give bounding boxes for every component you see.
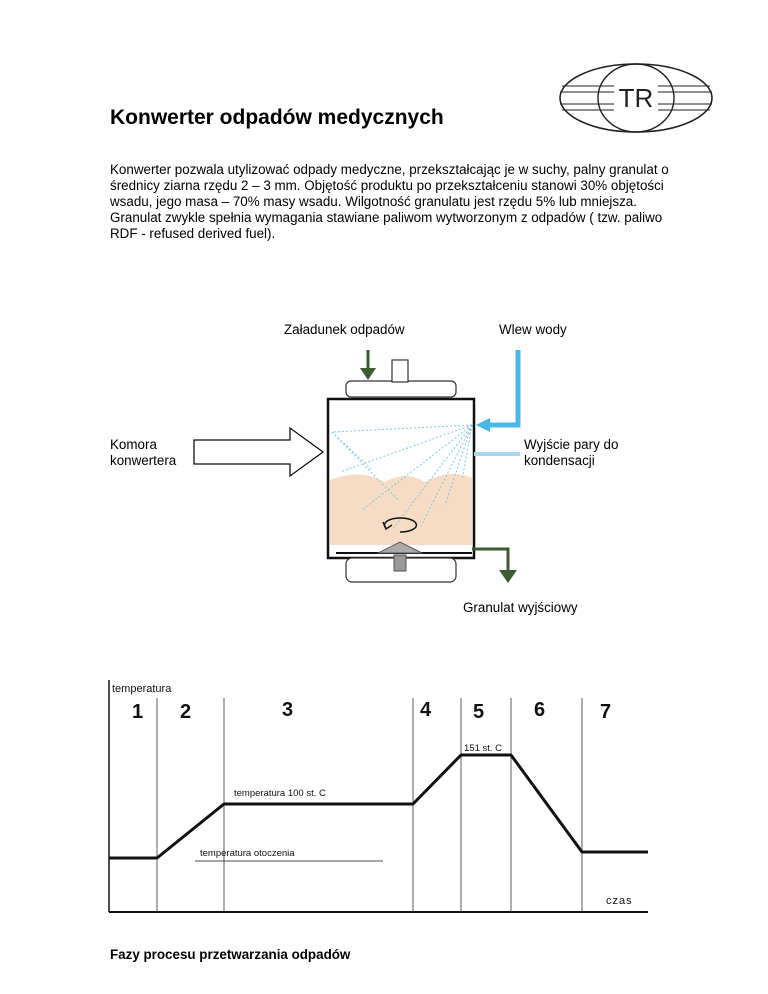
logo-text: TR — [619, 83, 654, 113]
tr-logo: TR — [559, 63, 713, 133]
waste-fill — [330, 473, 472, 545]
plateau-annotation: temperatura 100 st. C — [234, 788, 326, 799]
vessel-body — [326, 397, 476, 560]
phase-4-label: 4 — [420, 699, 432, 721]
rotation-arrow — [383, 517, 418, 533]
phase-3-label: 3 — [282, 699, 293, 721]
phase-5-label: 5 — [473, 701, 484, 723]
phase-7-label: 7 — [600, 701, 611, 723]
chamber-label-line1: Komora — [110, 437, 157, 452]
feed-neck — [391, 359, 409, 383]
vessel-top-cap — [345, 380, 457, 398]
process-chart: temperatura czas 1 2 3 4 5 6 7 temperatu… — [108, 680, 648, 913]
water-label: Wlew wody — [499, 322, 567, 337]
mixer-blade — [377, 541, 423, 554]
chamber-label-line2: konwertera — [110, 453, 177, 468]
phase-1-label: 1 — [132, 701, 143, 723]
load-label: Załadunek odpadów — [284, 322, 405, 337]
figure-caption: Fazy procesu przetwarzania odpadów — [110, 947, 351, 962]
steam-label-line2: kondensacji — [524, 453, 595, 468]
phase-2-label: 2 — [180, 701, 191, 723]
chamber-pointer-arrow — [193, 426, 325, 478]
water-pipe-arrow — [488, 350, 521, 428]
phase-6-label: 6 — [534, 699, 545, 721]
output-arrow — [472, 547, 510, 572]
vessel-bottom-cap — [345, 557, 457, 583]
steam-label-line1: Wyjście pary do — [524, 437, 619, 452]
page-title: Konwerter odpadów medycznych — [110, 106, 444, 129]
intro-paragraph: Konwerter pozwala utylizować odpady medy… — [110, 162, 669, 241]
x-axis-label: czas — [606, 895, 633, 907]
output-label: Granulat wyjściowy — [463, 600, 578, 615]
spray-lines — [331, 424, 473, 531]
y-axis-label: temperatura — [112, 683, 172, 695]
ambient-annotation: temperatura otoczenia — [200, 848, 295, 859]
peak-annotation: 151 st. C — [464, 743, 502, 754]
temperature-profile-line — [109, 753, 648, 860]
mixer-shaft — [393, 554, 407, 572]
